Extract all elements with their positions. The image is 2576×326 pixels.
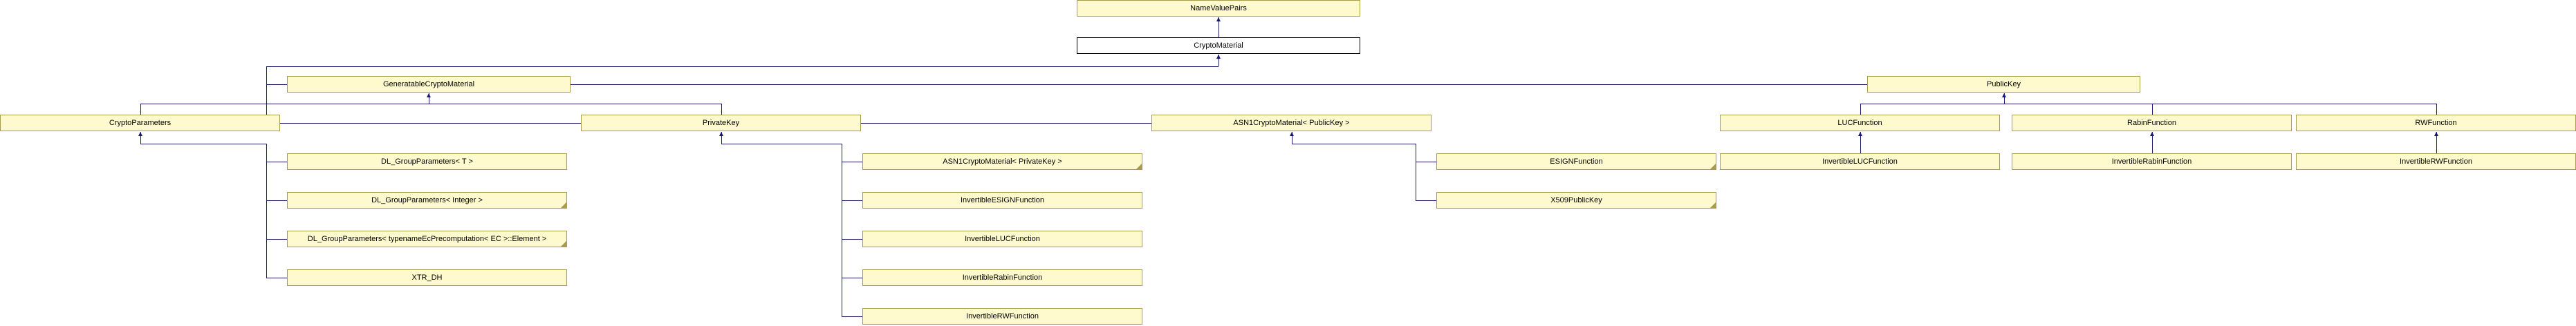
class-node-invertiblelucfunction[interactable]: InvertibleLUCFunction: [1720, 153, 2000, 170]
edge-segment-horizontal: [842, 239, 862, 240]
class-node-asn1-privatekey[interactable]: ASN1CryptoMaterial< PrivateKey >: [862, 153, 1142, 170]
edge-segment-vertical: [140, 132, 141, 144]
class-node-cryptoparameters[interactable]: CryptoParameters: [0, 115, 280, 131]
class-node-rabinfunction[interactable]: RabinFunction: [2012, 115, 2292, 131]
class-node-invertiblerwfunction-r[interactable]: InvertibleRWFunction: [2296, 153, 2576, 170]
class-node-invertibleesign[interactable]: InvertibleESIGNFunction: [862, 192, 1142, 209]
edge-segment-vertical: [721, 104, 722, 115]
class-node-publickey[interactable]: PublicKey: [1867, 76, 2140, 93]
edge-segment-vertical: [1860, 132, 1861, 153]
class-node-invertiblerabinfn[interactable]: InvertibleRabinFunction: [862, 269, 1142, 286]
inheritance-arrowhead: [719, 132, 723, 136]
class-node-dl-groupparams-t[interactable]: DL_GroupParameters< T >: [287, 153, 567, 170]
inheritance-arrowhead: [1290, 132, 1294, 136]
class-node-dl-groupparams-ec[interactable]: DL_GroupParameters< typenameEcPrecomputa…: [287, 231, 567, 247]
edge-segment-vertical: [2152, 132, 2153, 153]
edge-segment-vertical: [1218, 55, 1219, 66]
edge-segment-horizontal: [842, 316, 862, 317]
edge-segment-horizontal: [266, 84, 1867, 85]
inheritance-arrowhead: [2002, 93, 2006, 97]
edge-segment-horizontal: [266, 66, 1218, 67]
edge-segment-vertical: [2436, 132, 2437, 153]
class-node-xtr-dh[interactable]: XTR_DH: [287, 269, 567, 286]
inheritance-arrowhead: [427, 93, 431, 97]
inheritance-arrowhead: [1216, 55, 1221, 59]
inheritance-arrowhead: [2150, 132, 2154, 136]
edge-segment-horizontal: [266, 239, 287, 240]
class-node-privatekey[interactable]: PrivateKey: [581, 115, 861, 131]
class-node-x509publickey[interactable]: X509PublicKey: [1436, 192, 1716, 209]
class-node-invertiblerwfn[interactable]: InvertibleRWFunction: [862, 308, 1142, 325]
edge-segment-horizontal: [266, 200, 287, 201]
class-node-dl-groupparams-int[interactable]: DL_GroupParameters< Integer >: [287, 192, 567, 209]
edge-segment-vertical: [721, 132, 722, 144]
edge-segment-vertical: [2004, 93, 2005, 104]
class-node-invertiblelucfn[interactable]: InvertibleLUCFunction: [862, 231, 1142, 247]
edge-segment-vertical: [2152, 104, 2153, 115]
class-node-namevaluepairs[interactable]: NameValuePairs: [1077, 0, 1360, 17]
edge-segment-horizontal: [1416, 200, 1436, 201]
edge-segment-horizontal: [842, 200, 862, 201]
class-node-rwfunction[interactable]: RWFunction: [2296, 115, 2576, 131]
class-node-lucfunction[interactable]: LUCFunction: [1720, 115, 2000, 131]
inheritance-arrowhead: [1216, 17, 1221, 21]
inheritance-arrowhead: [1858, 132, 1862, 136]
class-node-esignfunction[interactable]: ESIGNFunction: [1436, 153, 1716, 170]
inheritance-arrowhead: [138, 132, 142, 136]
class-node-generatable[interactable]: GeneratableCryptoMaterial: [287, 76, 571, 93]
edge-segment-vertical: [266, 144, 267, 278]
class-node-cryptomaterial[interactable]: CryptoMaterial: [1077, 37, 1360, 54]
class-node-invertiblerabinfunction[interactable]: InvertibleRabinFunction: [2012, 153, 2292, 170]
edge-segment-vertical: [2436, 104, 2437, 115]
edge-segment-vertical: [1218, 17, 1219, 37]
edge-segment-vertical: [266, 66, 267, 123]
class-node-asn1-publickey[interactable]: ASN1CryptoMaterial< PublicKey >: [1151, 115, 1431, 131]
edge-segment-vertical: [1860, 104, 1861, 115]
inheritance-arrowhead: [2434, 132, 2438, 136]
edge-segment-vertical: [140, 104, 141, 115]
